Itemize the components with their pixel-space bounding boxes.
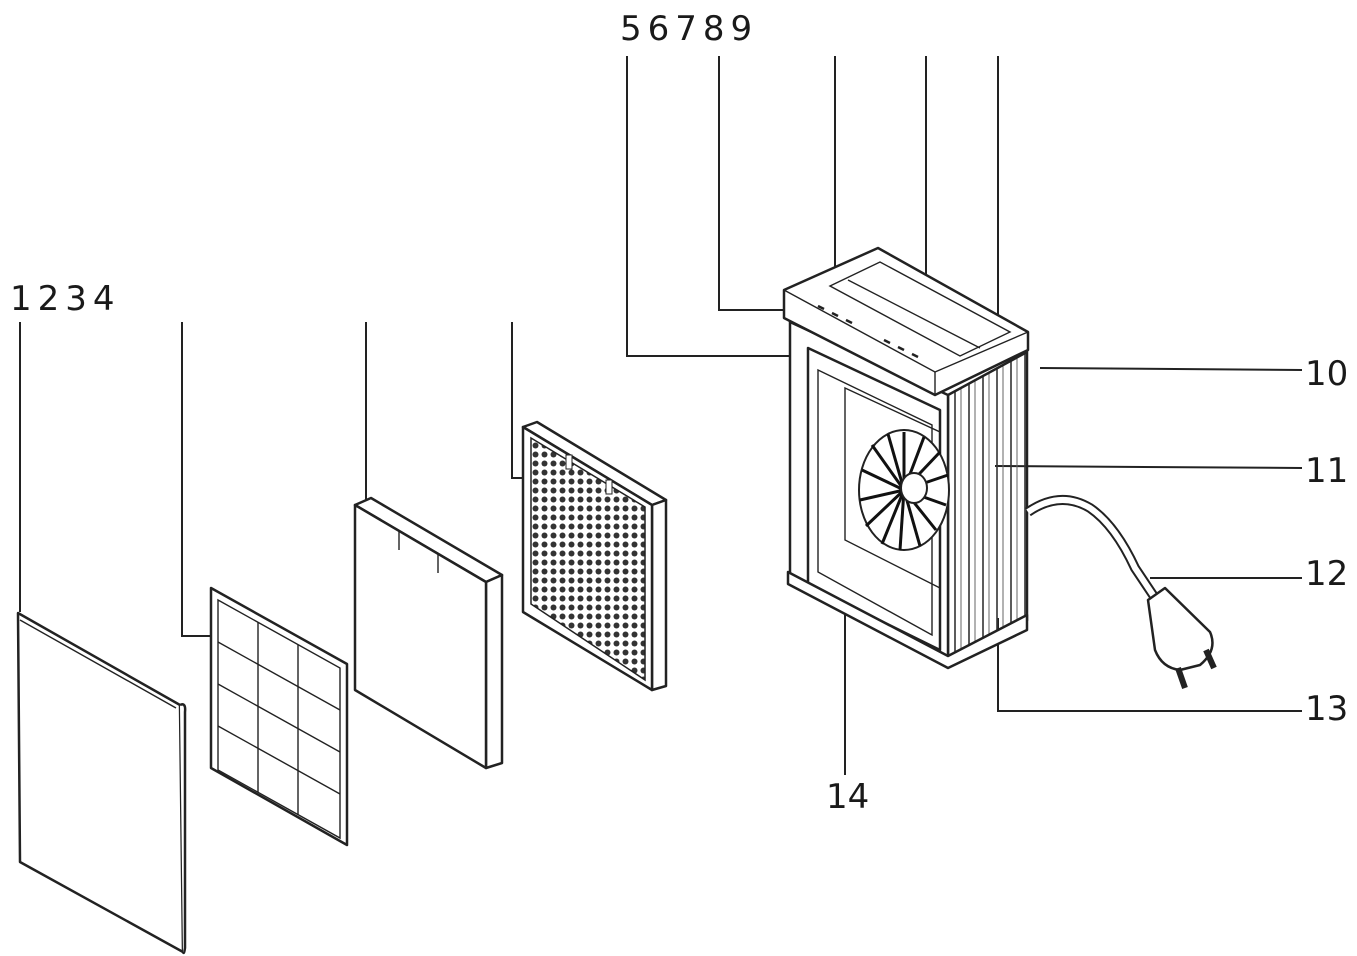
grille-frame bbox=[209, 586, 349, 847]
label-14: 14 bbox=[826, 777, 869, 817]
label-12: 12 bbox=[1305, 554, 1348, 594]
label-11: 11 bbox=[1305, 451, 1348, 491]
label-13: 13 bbox=[1305, 689, 1348, 729]
fan bbox=[858, 429, 950, 551]
pre-filter bbox=[353, 496, 504, 770]
label-10: 10 bbox=[1305, 354, 1348, 394]
purifier-body bbox=[782, 246, 1030, 670]
hepa-filter bbox=[521, 420, 668, 692]
power-cord bbox=[1025, 494, 1217, 689]
label-group-1234: 1234 bbox=[10, 279, 121, 319]
label-group-56789: 56789 bbox=[620, 9, 758, 49]
front-panel bbox=[16, 611, 187, 955]
